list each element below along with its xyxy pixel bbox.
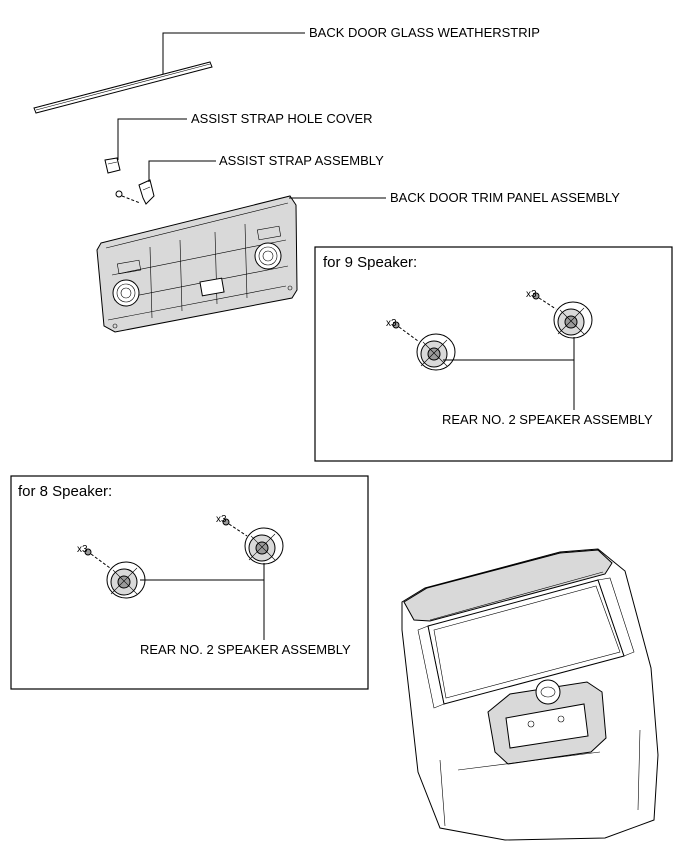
panel-eight-speaker: for 8 Speaker: x3 x3 REAR NO. 2 SPEAKER … xyxy=(10,475,369,690)
speaker-a-nine xyxy=(416,333,456,371)
speaker-b-nine xyxy=(553,301,593,339)
trim-panel-label: BACK DOOR TRIM PANEL ASSEMBLY xyxy=(390,190,620,205)
assist-strap-leader xyxy=(148,160,216,182)
weatherstrip-part xyxy=(33,61,213,114)
trim-panel-part xyxy=(96,195,298,333)
qty-a-nine: x3 xyxy=(386,318,397,329)
qty-a-eight: x3 xyxy=(77,544,88,555)
hole-cover-label: ASSIST STRAP HOLE COVER xyxy=(191,111,373,126)
speaker-leader-eight xyxy=(140,563,265,640)
speaker-b-eight xyxy=(244,527,284,565)
screw-b-eight xyxy=(222,518,248,537)
weatherstrip-leader xyxy=(162,32,305,74)
hole-cover-leader xyxy=(117,118,187,160)
qty-b-nine: x3 xyxy=(526,289,537,300)
speaker-leader-nine xyxy=(443,337,575,410)
screw-a-eight xyxy=(84,548,111,569)
back-door-illustration xyxy=(401,548,659,841)
speaker-label-eight: REAR NO. 2 SPEAKER ASSEMBLY xyxy=(140,642,351,657)
screw-a-nine xyxy=(392,321,419,342)
panel-nine-speaker: for 9 Speaker: x3 x3 REAR NO. 2 SPEAKER … xyxy=(314,246,673,462)
weatherstrip-label: BACK DOOR GLASS WEATHERSTRIP xyxy=(309,25,540,40)
speaker-label-nine: REAR NO. 2 SPEAKER ASSEMBLY xyxy=(442,412,653,427)
assist-strap-part xyxy=(115,179,155,205)
speaker-a-eight xyxy=(106,561,146,599)
hole-cover-part xyxy=(104,157,121,174)
panel-nine-title: for 9 Speaker: xyxy=(323,254,417,271)
assist-strap-label: ASSIST STRAP ASSEMBLY xyxy=(219,153,384,168)
qty-b-eight: x3 xyxy=(216,514,227,525)
screw-b-nine xyxy=(532,292,557,310)
panel-eight-title: for 8 Speaker: xyxy=(18,483,112,500)
